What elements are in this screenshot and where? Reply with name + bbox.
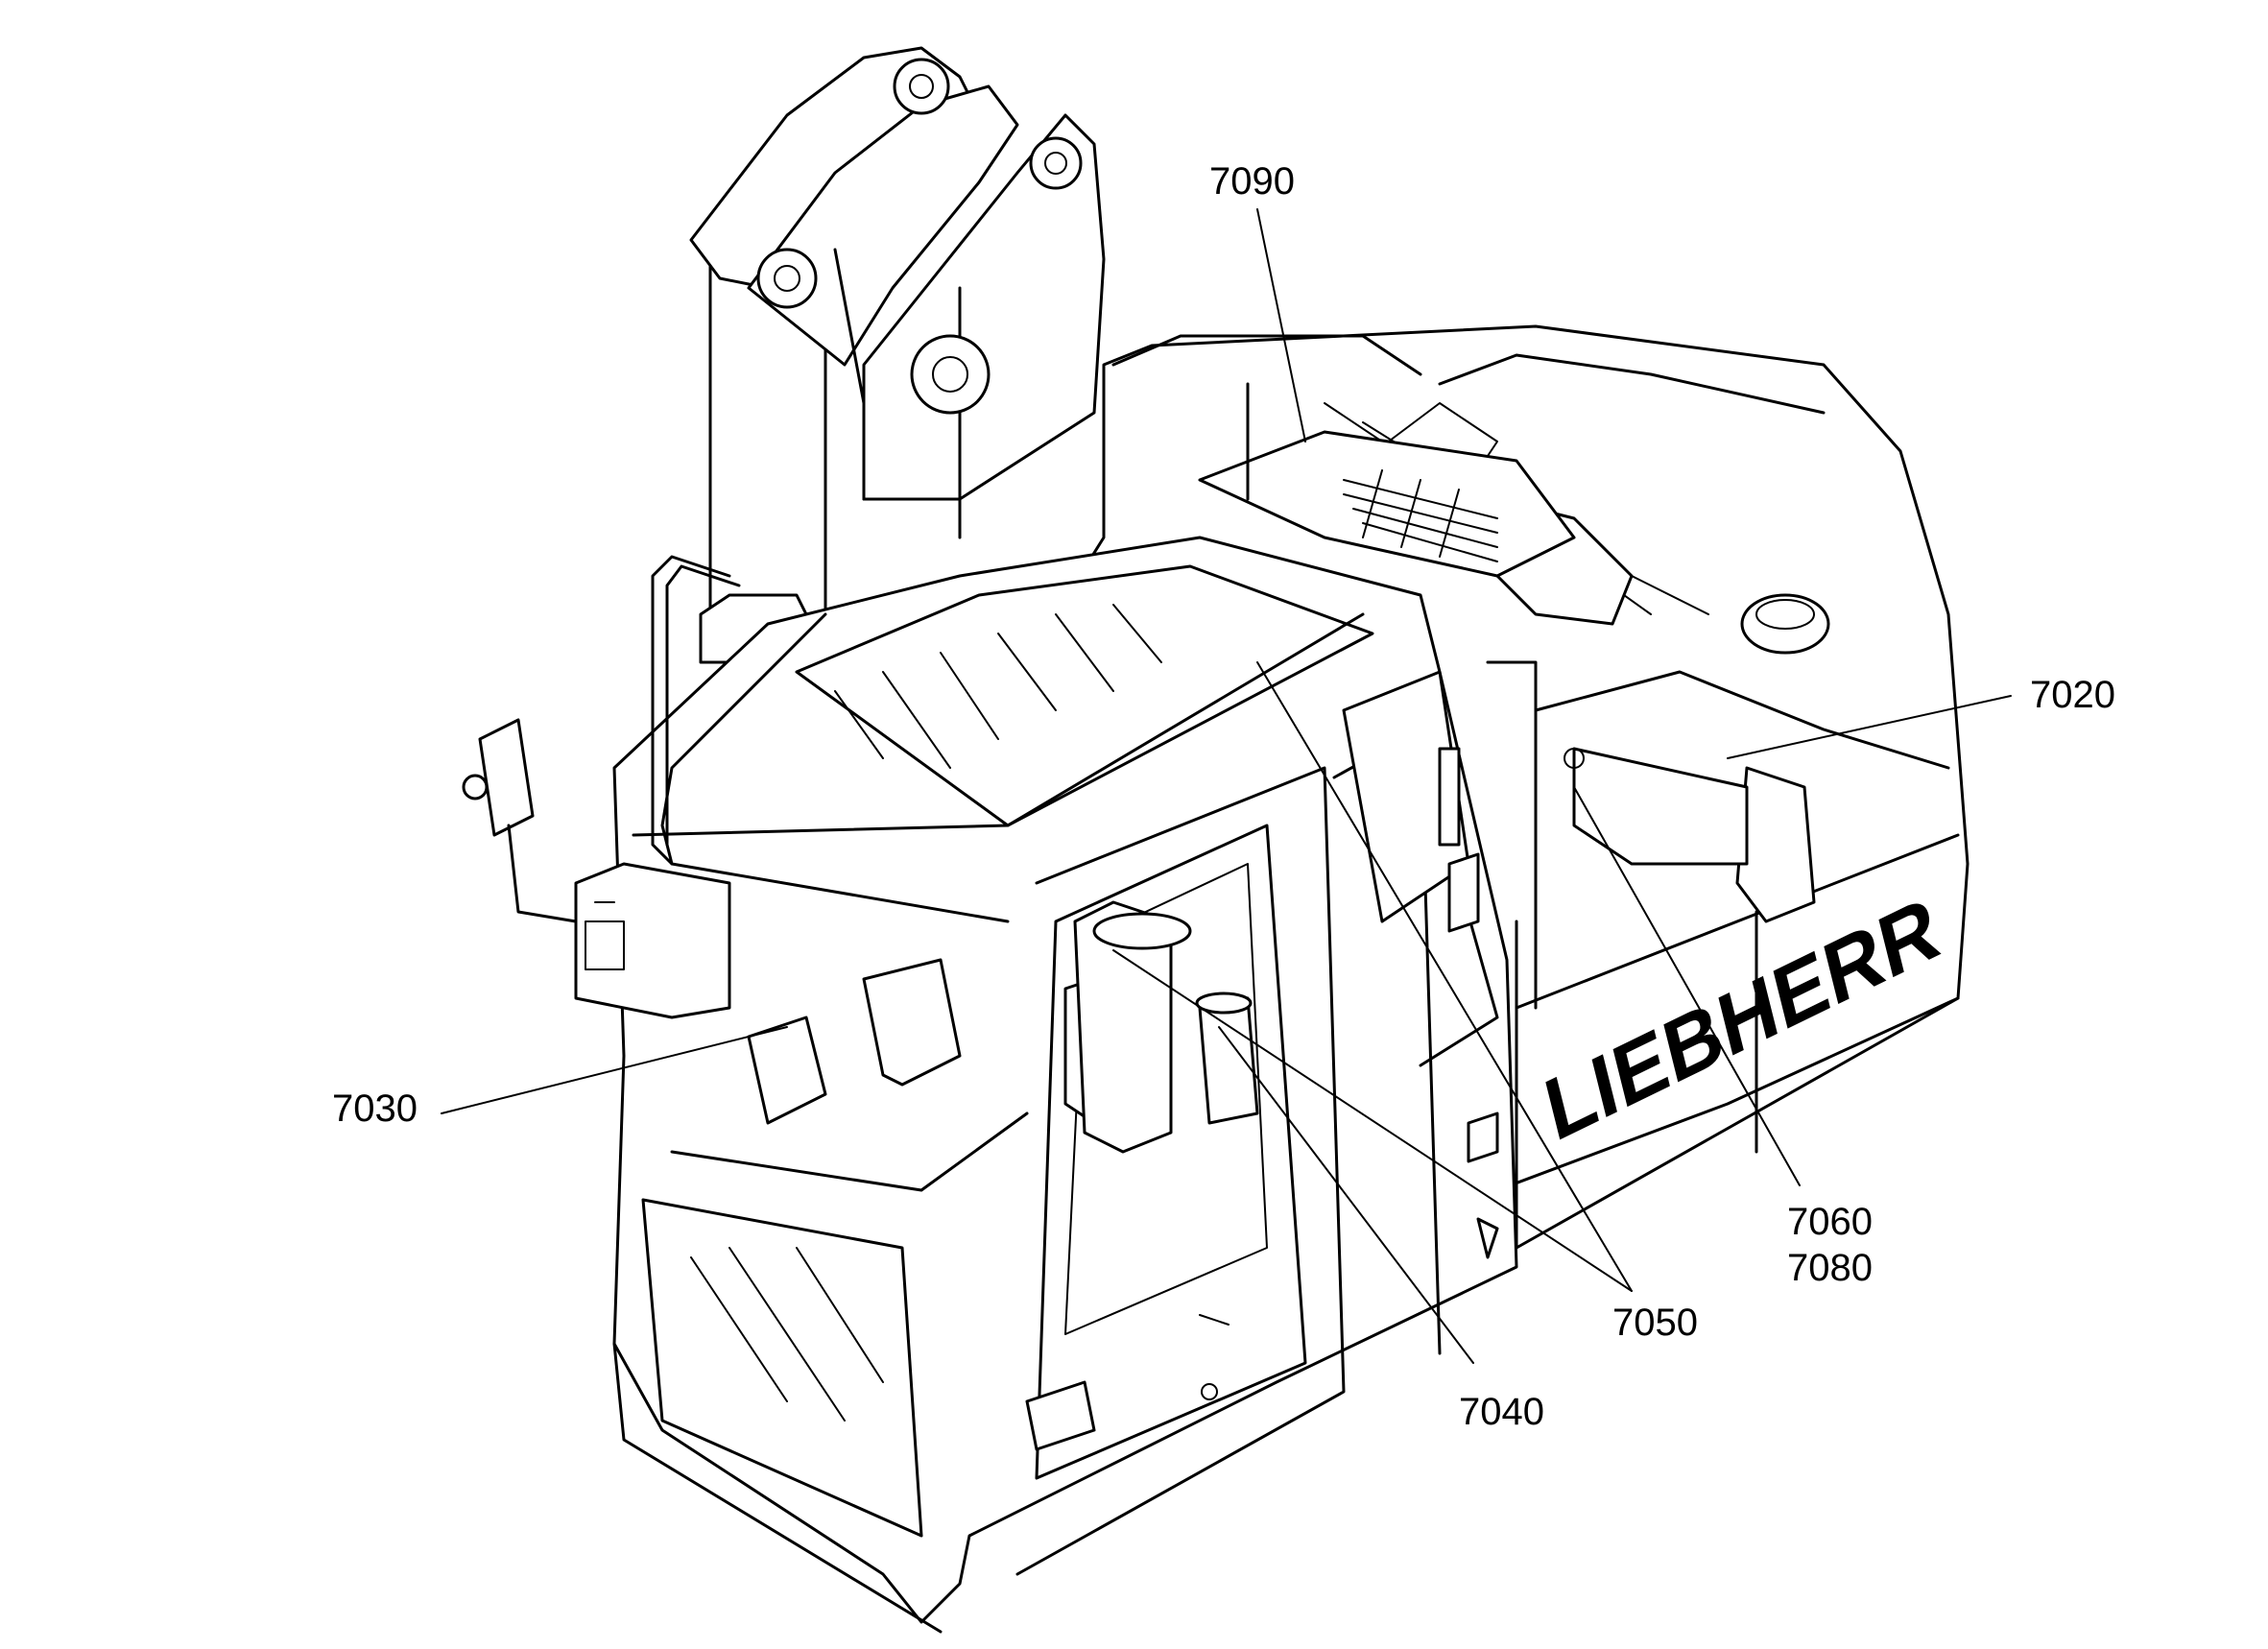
callout-7040: 7040 (1459, 1391, 1544, 1433)
handrails (651, 555, 1010, 923)
callout-7080: 7080 (1787, 1247, 1873, 1289)
callout-7060: 7060 (1787, 1201, 1873, 1243)
callout-7050: 7050 (1612, 1302, 1698, 1344)
callout-7020: 7020 (2030, 674, 2115, 716)
callout-7030: 7030 (332, 1087, 418, 1130)
callout-labels: 7090 7020 7030 7060 7080 7050 7040 (332, 160, 2115, 1433)
interior-components (747, 660, 1538, 1154)
leader-lines (441, 208, 2012, 1364)
side-mirror (462, 718, 578, 923)
left-side-box (574, 862, 731, 1019)
engine-hood (1198, 382, 1576, 578)
callout-7090: 7090 (1209, 160, 1295, 203)
boom-assembly (689, 46, 1106, 664)
